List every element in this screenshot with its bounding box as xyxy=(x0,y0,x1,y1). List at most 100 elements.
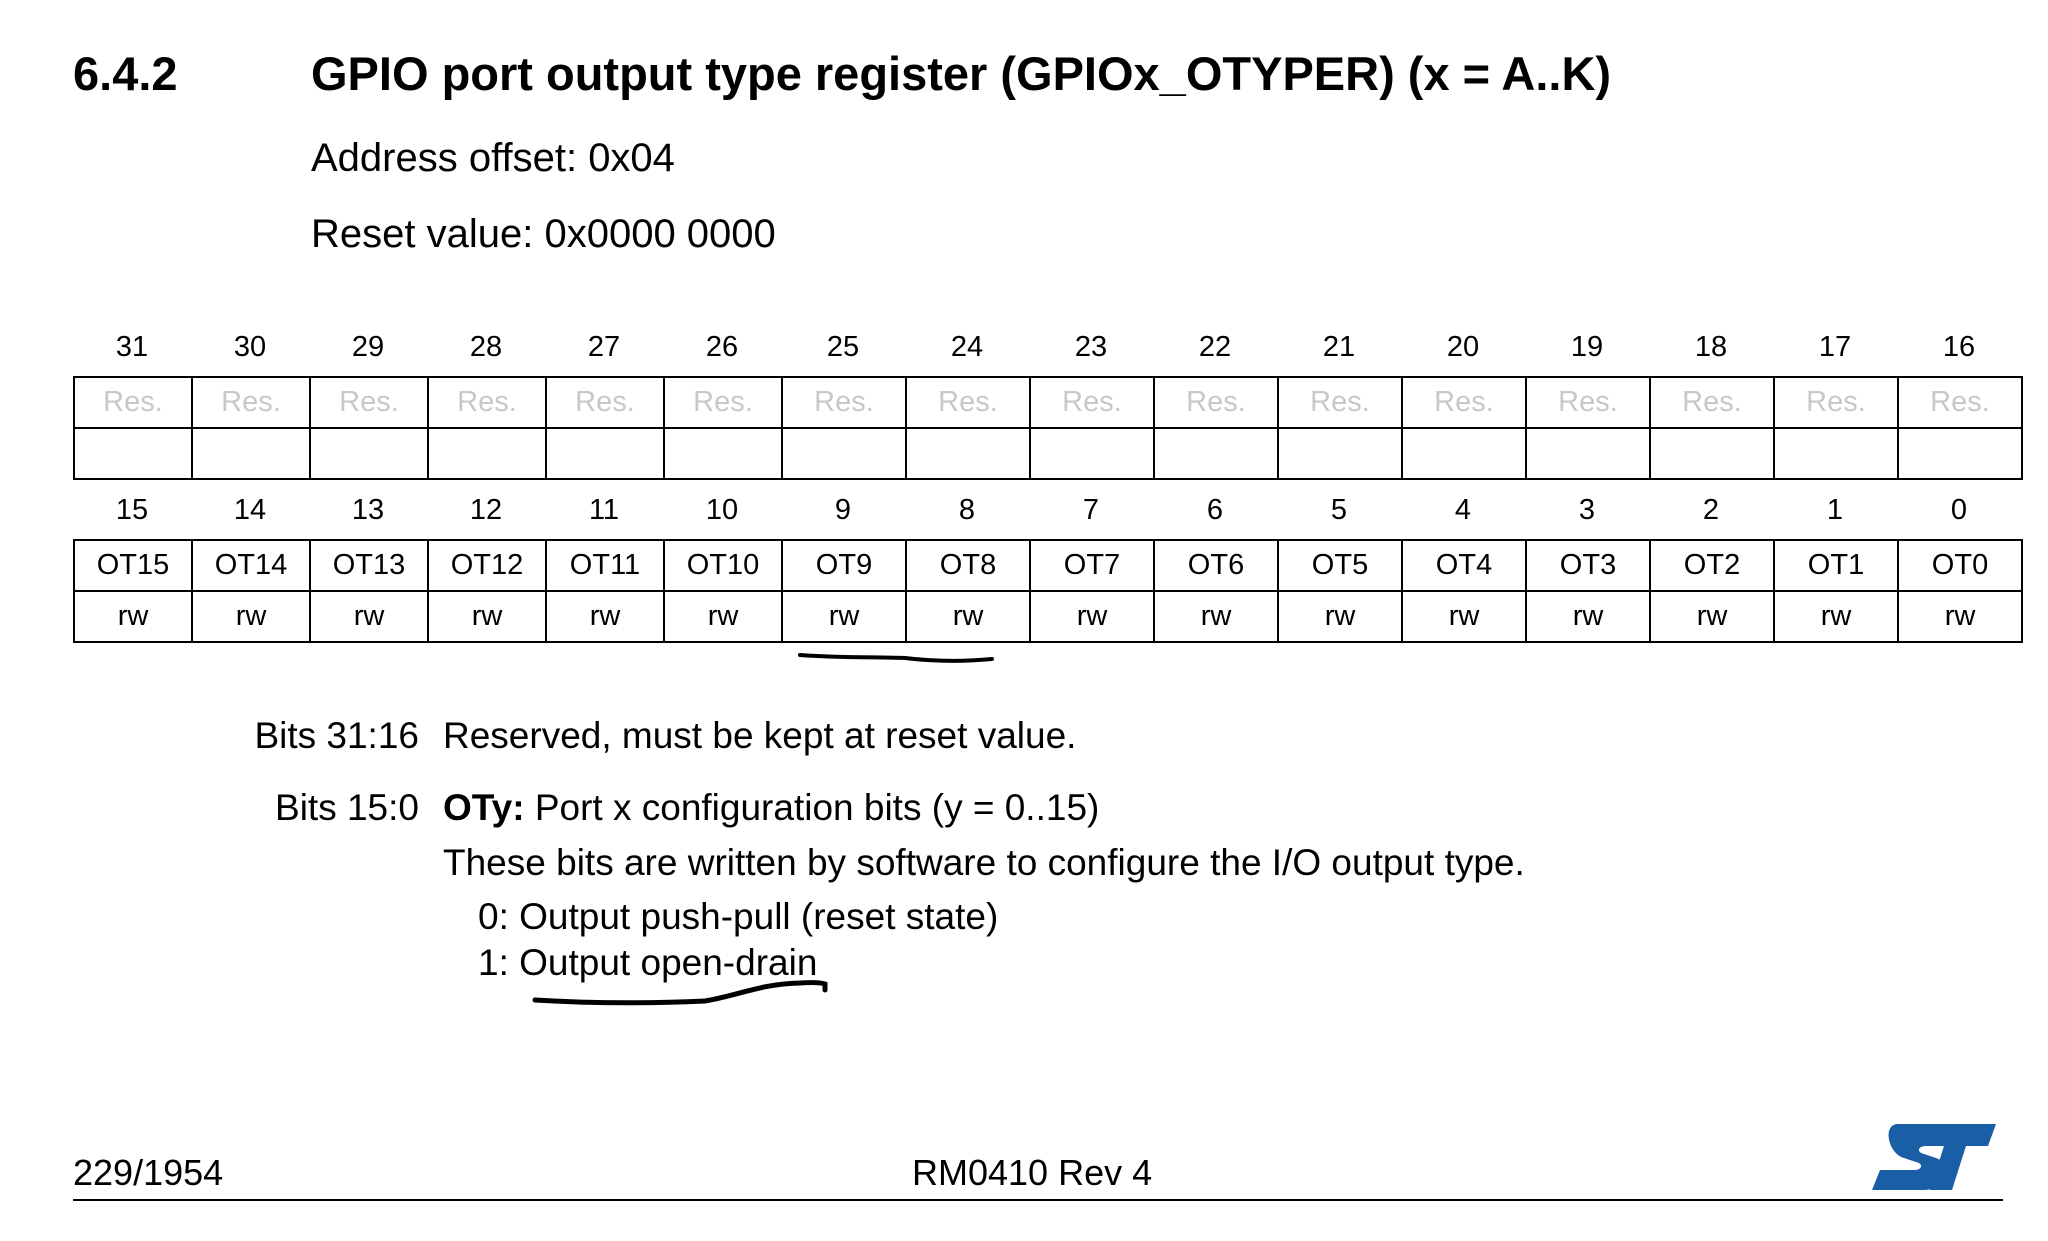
option-0: 0: Output push-pull (reset state) xyxy=(478,896,999,937)
access-cell xyxy=(781,427,907,480)
bit-number: 25 xyxy=(826,331,860,363)
access-cell xyxy=(73,427,193,480)
bit-number: 22 xyxy=(1198,331,1232,363)
access-cell xyxy=(905,427,1031,480)
access-cell: rw xyxy=(1897,590,2023,643)
field-cell: OT10 xyxy=(663,539,783,592)
access-cell xyxy=(545,427,665,480)
bit-number: 0 xyxy=(1950,494,1968,526)
bit-number: 16 xyxy=(1942,331,1976,363)
bit-number: 4 xyxy=(1454,494,1472,526)
field-cell: OT7 xyxy=(1029,539,1155,592)
access-cell: rw xyxy=(1029,590,1155,643)
address-offset: Address offset: 0x04 xyxy=(311,136,675,180)
field-cell: OT8 xyxy=(905,539,1031,592)
access-cell: rw xyxy=(427,590,547,643)
access-cell xyxy=(663,427,783,480)
access-cell xyxy=(1649,427,1775,480)
reserved-access-row xyxy=(73,427,2023,480)
page-number: 229/1954 xyxy=(73,1152,224,1193)
access-cell xyxy=(1897,427,2023,480)
access-cell: rw xyxy=(1649,590,1775,643)
bit-number: 13 xyxy=(351,494,385,526)
bit-number: 10 xyxy=(705,494,739,526)
field-cell: OT4 xyxy=(1401,539,1527,592)
access-cell: rw xyxy=(1773,590,1899,643)
access-cell xyxy=(1277,427,1403,480)
bit-number: 21 xyxy=(1322,331,1356,363)
reserved-field-cell: Res. xyxy=(1649,376,1775,429)
access-cell: rw xyxy=(663,590,783,643)
bit-number: 26 xyxy=(705,331,739,363)
st-logo-icon xyxy=(1872,1124,1996,1190)
field-cell: OT1 xyxy=(1773,539,1899,592)
bits-15-0-label: Bits 15:0 xyxy=(275,787,419,828)
ink-underline-ot9-ot8 xyxy=(798,653,994,663)
field-cell: OT9 xyxy=(781,539,907,592)
field-cell: OT3 xyxy=(1525,539,1651,592)
access-cell xyxy=(309,427,429,480)
bit-number: 1 xyxy=(1826,494,1844,526)
field-cell: OT14 xyxy=(191,539,311,592)
reserved-field-cell: Res. xyxy=(1401,376,1527,429)
field-cell: OT0 xyxy=(1897,539,2023,592)
access-cell xyxy=(427,427,547,480)
access-cell: rw xyxy=(905,590,1031,643)
access-cell: rw xyxy=(73,590,193,643)
reserved-field-cell: Res. xyxy=(1029,376,1155,429)
bit-number: 7 xyxy=(1082,494,1100,526)
bit-number: 28 xyxy=(469,331,503,363)
bit-number: 30 xyxy=(233,331,267,363)
access-cell: rw xyxy=(781,590,907,643)
reserved-field-cell: Res. xyxy=(663,376,783,429)
reserved-field-cell: Res. xyxy=(427,376,547,429)
reserved-field-cell: Res. xyxy=(1153,376,1279,429)
access-cell xyxy=(1525,427,1651,480)
field-cell: OT15 xyxy=(73,539,193,592)
access-cell xyxy=(1029,427,1155,480)
access-cell: rw xyxy=(545,590,665,643)
ink-underline-open-drain xyxy=(532,980,828,1006)
bit-number: 20 xyxy=(1446,331,1480,363)
bit-number: 12 xyxy=(469,494,503,526)
field-name: OTy: xyxy=(443,787,525,828)
section-number: 6.4.2 xyxy=(73,47,178,100)
reset-value: Reset value: 0x0000 0000 xyxy=(311,212,776,256)
reserved-field-cell: Res. xyxy=(73,376,193,429)
bits-31-16-label: Bits 31:16 xyxy=(254,715,419,756)
bit-number: 8 xyxy=(958,494,976,526)
bit-number: 11 xyxy=(588,494,620,526)
access-cell: rw xyxy=(191,590,311,643)
field-cell: OT11 xyxy=(545,539,665,592)
option-1: 1: Output open-drain xyxy=(478,942,818,983)
footer-rule xyxy=(73,1199,2003,1201)
field-cell: OT5 xyxy=(1277,539,1403,592)
reserved-field-cell: Res. xyxy=(309,376,429,429)
bit-number: 27 xyxy=(587,331,621,363)
reserved-field-cell: Res. xyxy=(1773,376,1899,429)
bit-number: 19 xyxy=(1570,331,1604,363)
bit-number: 9 xyxy=(834,494,852,526)
access-cell: rw xyxy=(1153,590,1279,643)
reserved-field-cell: Res. xyxy=(1277,376,1403,429)
reserved-field-cell: Res. xyxy=(545,376,665,429)
access-cell: rw xyxy=(1277,590,1403,643)
reserved-field-row: Res.Res.Res.Res.Res.Res.Res.Res.Res.Res.… xyxy=(73,376,2023,429)
reserved-field-cell: Res. xyxy=(1525,376,1651,429)
bit-number: 2 xyxy=(1702,494,1720,526)
bit-number: 14 xyxy=(233,494,267,526)
bit-number: 6 xyxy=(1206,494,1224,526)
access-cell xyxy=(1773,427,1899,480)
bits-15-0-heading: OTy: Port x configuration bits (y = 0..1… xyxy=(443,786,1099,830)
document-reference: RM0410 Rev 4 xyxy=(912,1152,1153,1193)
access-cell: rw xyxy=(309,590,429,643)
bits-31-16-text: Reserved, must be kept at reset value. xyxy=(443,715,1077,756)
access-cell: rw xyxy=(1401,590,1527,643)
bits-15-0-detail: These bits are written by software to co… xyxy=(443,842,1525,883)
field-cell: OT12 xyxy=(427,539,547,592)
field-cell: OT13 xyxy=(309,539,429,592)
